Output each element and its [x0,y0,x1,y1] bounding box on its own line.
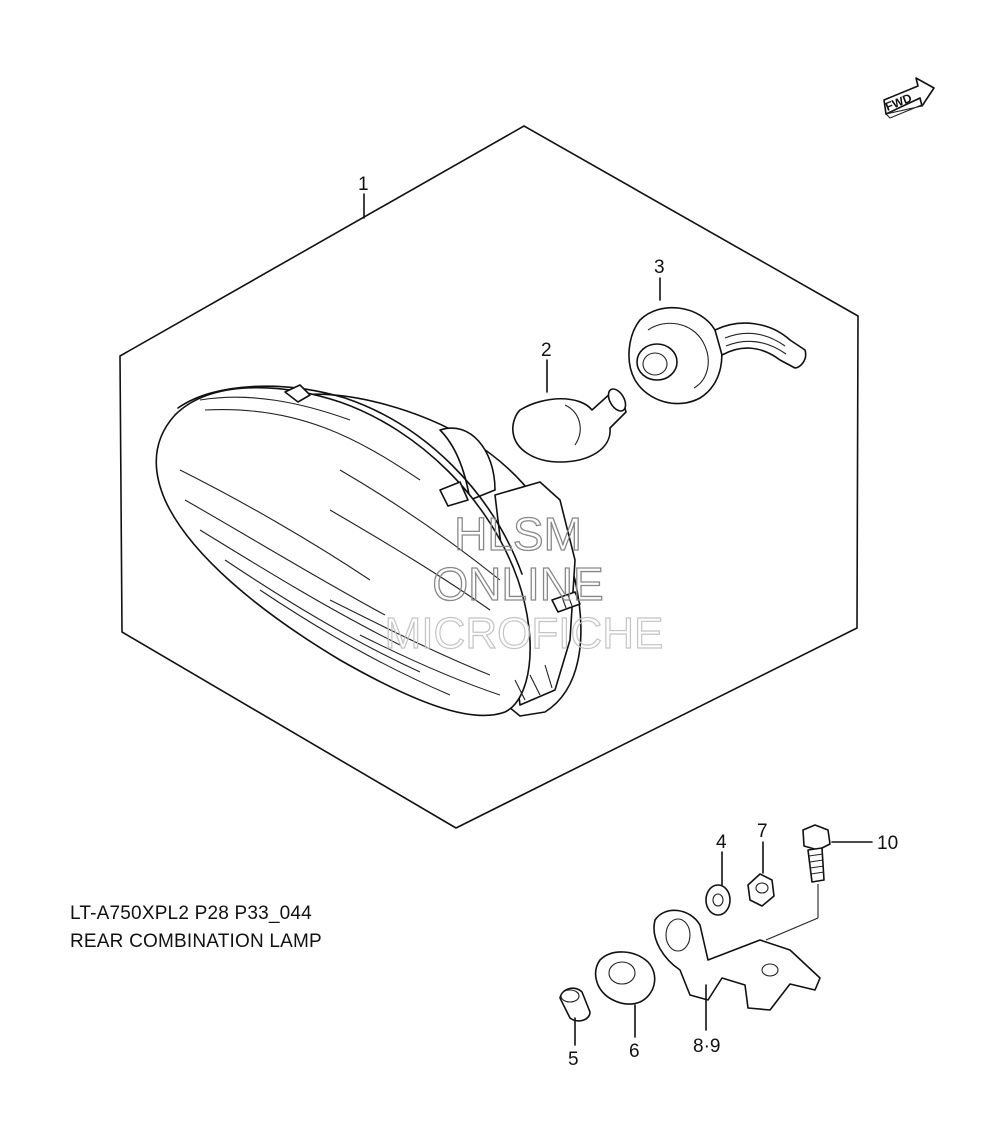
lamp-housing [155,384,582,717]
diagram-title: REAR COMBINATION LAMP [70,931,322,952]
hardware [559,824,873,1046]
socket [628,306,807,405]
callout-10: 10 [877,833,898,854]
callout-6: 6 [629,1041,640,1062]
washer [705,884,731,916]
callout-2: 2 [541,340,552,361]
callout-4: 4 [716,832,727,853]
diagram-code: LT-A750XPL2 P28 P33_044 [70,903,312,924]
bulb [512,388,627,463]
fwd-arrow-icon: FWD [883,77,935,119]
callout-5: 5 [568,1049,579,1070]
callout-7: 7 [757,821,768,842]
nut [747,873,775,907]
callout-8-9: 8·9 [693,1036,720,1057]
callout-1: 1 [358,174,369,195]
watermark-line2: ONLINE [432,558,603,610]
watermark-line1: HLSM [454,508,582,560]
collar [559,987,591,1022]
assembly-outline [119,125,859,829]
callout-3: 3 [654,257,665,278]
watermark: HLSM ONLINE MICROFICHE [384,507,664,658]
watermark-line3: MICROFICHE [385,609,664,658]
grommet [594,951,656,1005]
bracket [653,909,821,1011]
bolt [802,824,831,851]
